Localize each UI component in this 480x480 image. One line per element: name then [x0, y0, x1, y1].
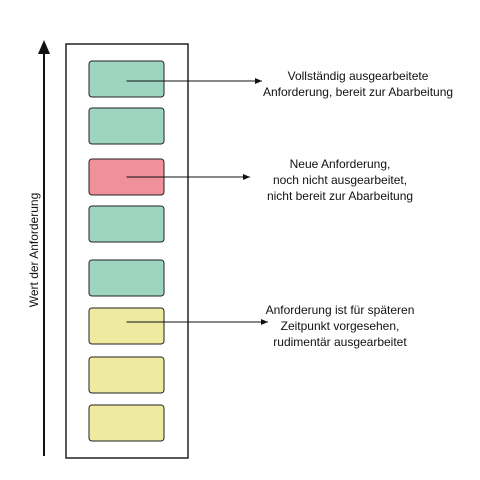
backlog-item-ausgearbeitet	[88, 205, 165, 243]
backlog-item-ausgearbeitet	[88, 259, 165, 297]
annotation-new-line-1: Neue Anforderung,	[289, 157, 391, 171]
annotation-arrows	[126, 78, 268, 325]
backlog-item-spaeter	[88, 307, 165, 345]
backlog-container	[65, 43, 189, 459]
annotation-later-line-1: Anforderung ist für späteren	[265, 303, 415, 317]
value-axis	[38, 40, 50, 456]
annotation-later-line-2: Zeitpunkt vorgesehen,	[280, 319, 400, 333]
backlog-item-ausgearbeitet	[88, 107, 165, 145]
backlog-item-spaeter	[88, 404, 165, 442]
annotation-ready-line-2: Anforderung, bereit zur Abarbeitung	[262, 85, 454, 99]
annotation-new: Neue Anforderung, noch nicht ausgearbeit…	[240, 156, 440, 204]
value-axis-arrowhead	[38, 40, 50, 54]
annotation-later-line-3: rudimentär ausgearbeitet	[273, 335, 407, 349]
annotation-new-line-3: nicht bereit zur Abarbeitung	[266, 189, 414, 203]
annotation-ready: Vollständig ausgearbeitete Anforderung, …	[238, 68, 478, 100]
annotation-later: Anforderung ist für späteren Zeitpunkt v…	[244, 302, 436, 350]
backlog-item-ausgearbeitet	[88, 60, 165, 98]
annotation-new-line-2: noch nicht ausgearbeitet,	[272, 173, 408, 187]
backlog-item-spaeter	[88, 356, 165, 394]
value-axis-label: Wert der Anforderung	[27, 192, 41, 308]
annotation-ready-line-1: Vollständig ausgearbeitete	[287, 69, 429, 83]
